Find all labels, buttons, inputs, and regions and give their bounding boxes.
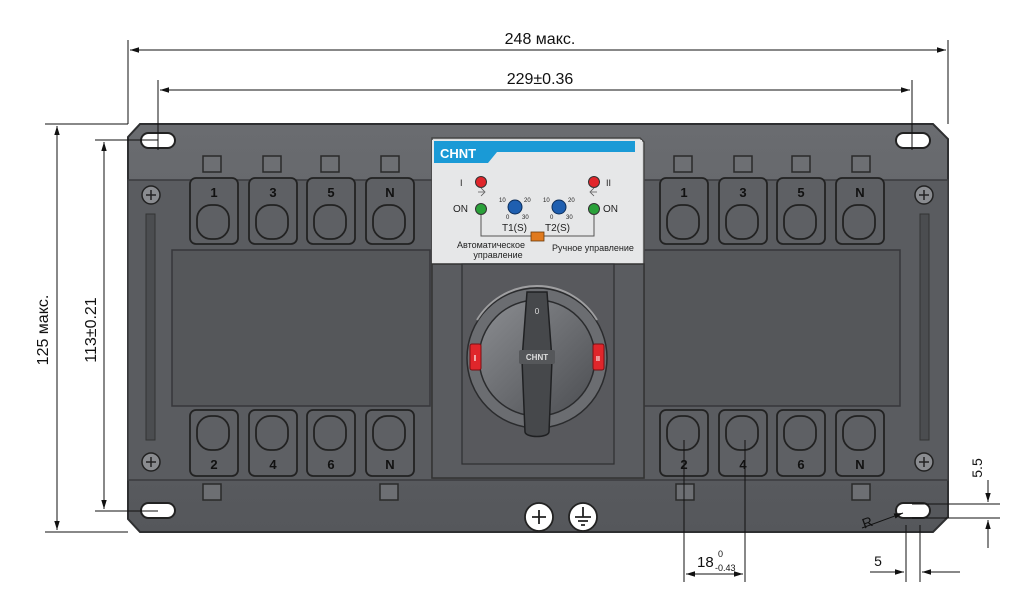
dim-overall-width-label: 248 макс.	[505, 31, 576, 48]
mode-switch	[530, 231, 545, 242]
mount-slot-top-right	[895, 132, 931, 149]
terminals-top-right	[659, 177, 885, 245]
dimension-lines	[45, 40, 1000, 582]
position-I-mark	[469, 343, 482, 371]
bottom-screws	[524, 502, 598, 532]
terminal-label: 1	[680, 185, 687, 200]
knob-zero-mark: 0	[535, 307, 540, 316]
dim-mount-height-label: 113±0.21	[83, 297, 100, 363]
dim-terminal-pitch-lower: -0.43	[715, 563, 736, 573]
terminal-label: N	[855, 185, 864, 200]
terminal-label: 5	[327, 185, 334, 200]
dim-terminal-pitch-upper: 0	[718, 549, 723, 559]
dim-overall-height-label: 125 макс.	[35, 295, 52, 366]
mount-slot-bottom-right	[895, 502, 931, 519]
position-II-mark	[592, 343, 605, 371]
terminals-bottom-right	[659, 409, 885, 477]
t2-scale-10: 10	[543, 198, 550, 204]
indicator-II-label: II	[606, 178, 611, 188]
manual-mode-label: Ручное управление	[552, 243, 634, 253]
led-green-left	[475, 203, 487, 215]
knob-brand: CHNT	[526, 353, 548, 362]
t1-label: T1(S)	[502, 223, 527, 234]
terminal-label: N	[855, 457, 864, 472]
dim-terminal-pitch-label: 18	[697, 554, 714, 571]
terminal-label: N	[385, 185, 394, 200]
t2-label: T2(S)	[545, 223, 570, 234]
t2-dial	[551, 199, 567, 215]
indicator-I-label: I	[460, 178, 463, 188]
dim-hole-edge-label: 5	[874, 553, 882, 569]
top-clips	[202, 155, 871, 173]
t2-scale-20: 20	[568, 198, 575, 204]
terminal-label: 4	[739, 457, 747, 472]
terminal-label: 6	[797, 457, 804, 472]
bottom-clips	[202, 483, 871, 501]
terminal-label: 6	[327, 457, 334, 472]
position-II-label: II	[596, 356, 600, 363]
terminal-label: 3	[739, 185, 746, 200]
corner-screws	[141, 185, 934, 472]
led-green-right	[588, 203, 600, 215]
terminal-label: 4	[269, 457, 277, 472]
t2-scale-0: 0	[550, 215, 554, 221]
terminals-bottom-left	[189, 409, 415, 477]
terminal-label: 3	[269, 185, 276, 200]
auto-mode-label-2: управление	[473, 250, 522, 260]
t1-dial	[507, 199, 523, 215]
rotary-handle[interactable]: CHNT 0 I II	[466, 285, 608, 438]
led-red-right	[588, 176, 600, 188]
t1-scale-0: 0	[506, 215, 510, 221]
position-I-label: I	[474, 354, 476, 363]
t2-scale-30: 30	[566, 215, 573, 221]
brand-logo: CHNT	[440, 146, 476, 161]
terminal-label: 1	[210, 185, 217, 200]
terminal-label: N	[385, 457, 394, 472]
on-right-label: ON	[603, 204, 618, 215]
terminal-label: 2	[210, 457, 217, 472]
dim-hole-offset-label: 5.5	[969, 458, 985, 478]
led-red-left	[475, 176, 487, 188]
terminal-label: 5	[797, 185, 804, 200]
auto-mode-label-1: Автоматическое	[457, 240, 525, 250]
terminals-top-left	[189, 177, 415, 245]
brand-banner	[434, 141, 635, 163]
t1-scale-10: 10	[499, 198, 506, 204]
on-left-label: ON	[453, 204, 468, 215]
t1-scale-20: 20	[524, 198, 531, 204]
t1-scale-30: 30	[522, 215, 529, 221]
dim-mount-width-label: 229±0.36	[507, 71, 574, 88]
